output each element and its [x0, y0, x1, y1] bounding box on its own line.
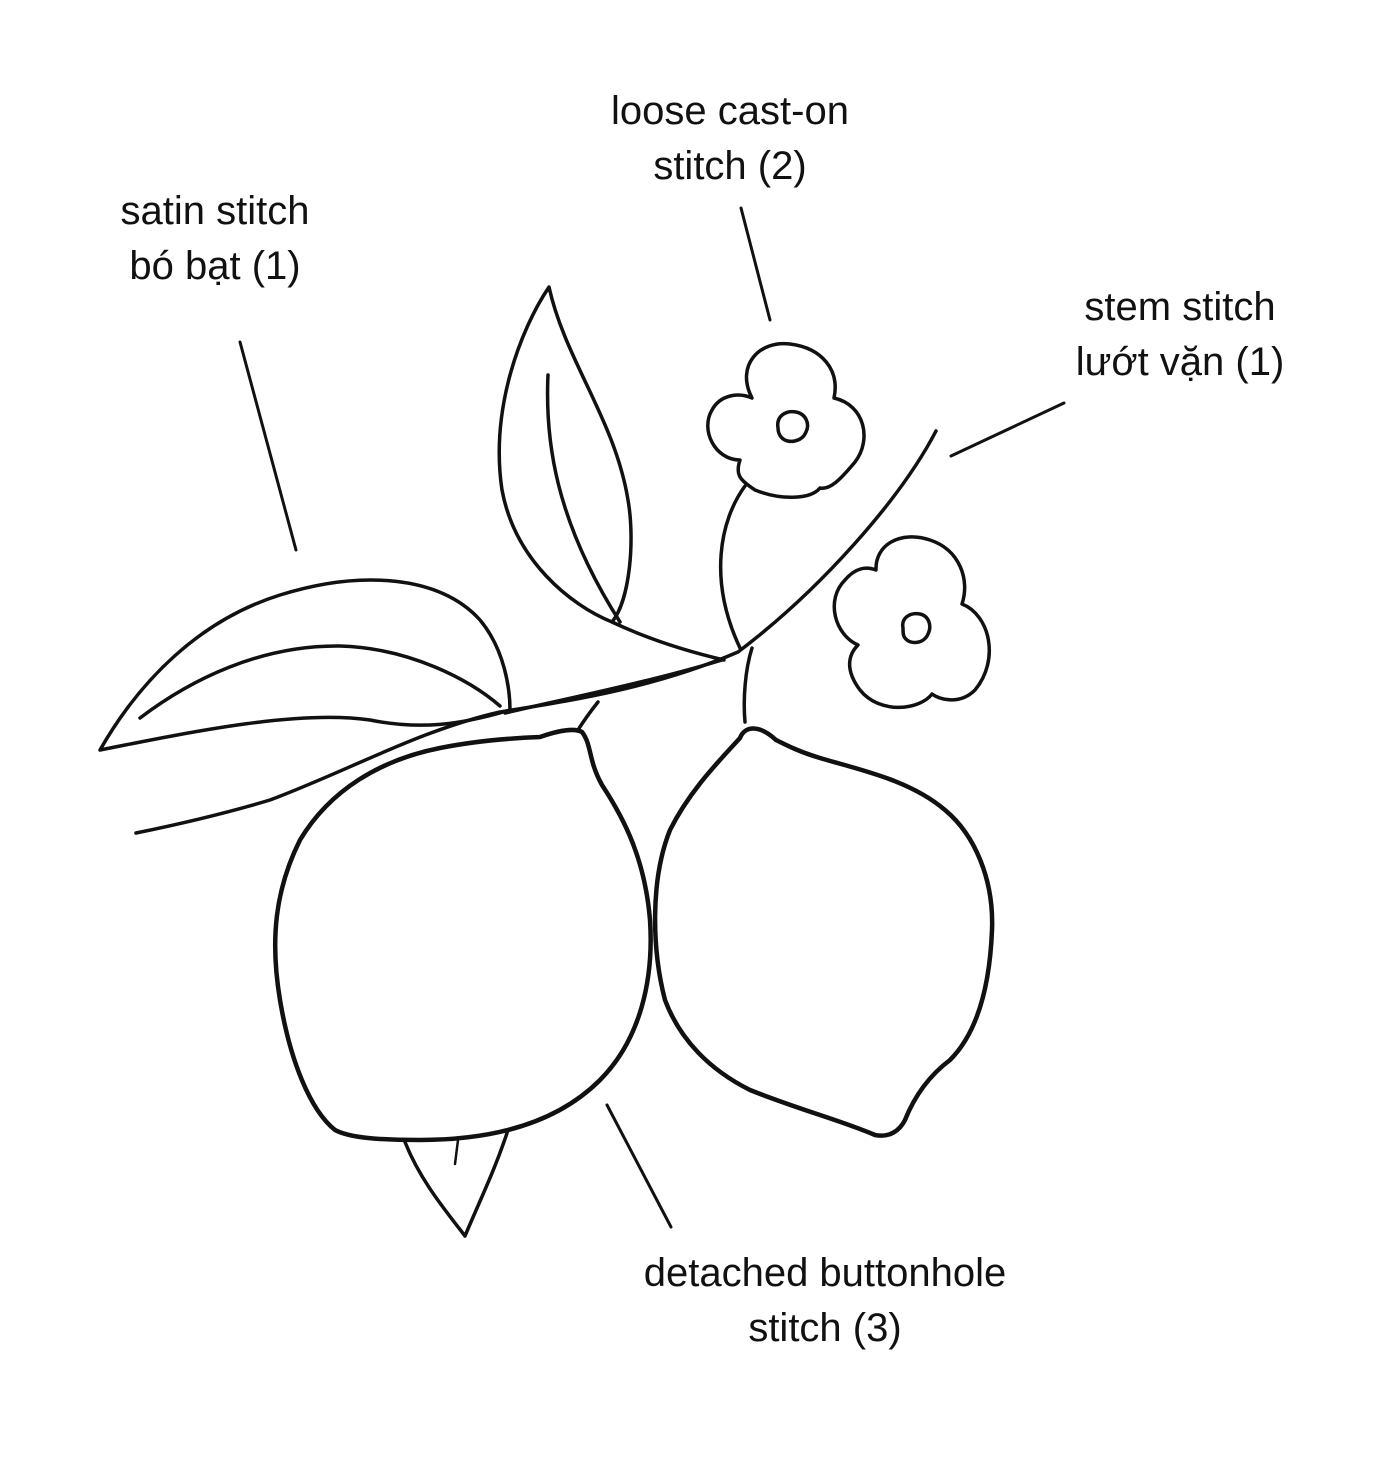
buttonhole-stitch-label-line1: detached buttonhole [643, 1251, 1007, 1295]
cast-on-stitch-label: loose cast-on stitch (2) [580, 84, 880, 194]
buttonhole-stitch-label-line2: stitch (3) [748, 1306, 902, 1350]
satin-stitch-label-line2: bó bạt (1) [129, 244, 301, 288]
satin-stitch-label: satin stitch bó bạt (1) [90, 184, 340, 294]
upper-leaf-outline [497, 285, 633, 624]
satin-stitch-leader-line [238, 340, 298, 552]
main-stem-upper-edge [503, 658, 724, 715]
cast-on-stitch-leader-line [739, 206, 772, 322]
right-flower-center [901, 611, 932, 645]
top-flower-center [776, 409, 810, 444]
left-leaf-outline [98, 578, 512, 752]
buttonhole-stitch-label: detached buttonhole stitch (3) [600, 1246, 1050, 1356]
left-lemon-stalk [576, 700, 600, 732]
buttonhole-stitch-leader-line [605, 1103, 673, 1229]
satin-stitch-label-line1: satin stitch [120, 189, 310, 233]
stem-stitch-label-line2: lướt vặn (1) [1075, 340, 1285, 384]
upper-leaf-vein [545, 373, 622, 624]
right-flower-petals [832, 535, 991, 710]
right-lemon-outline [652, 726, 995, 1138]
left-lemon-outline [272, 727, 653, 1143]
stem-stitch-label: stem stitch lướt vặn (1) [1045, 280, 1315, 390]
right-lemon-stalk [742, 646, 754, 724]
stem-stitch-leader-line [949, 401, 1066, 458]
cast-on-stitch-label-line1: loose cast-on [611, 89, 849, 133]
top-flower-petals [706, 341, 866, 499]
bottom-leaf-vein [453, 1138, 460, 1166]
top-flower-stem [718, 484, 747, 650]
left-leaf-vein [138, 644, 502, 720]
cast-on-stitch-label-line2: stitch (2) [653, 144, 807, 188]
bottom-leaf-outline [403, 1128, 510, 1238]
stem-stitch-label-line1: stem stitch [1084, 285, 1276, 329]
upper-leaf-stalk [610, 620, 726, 662]
